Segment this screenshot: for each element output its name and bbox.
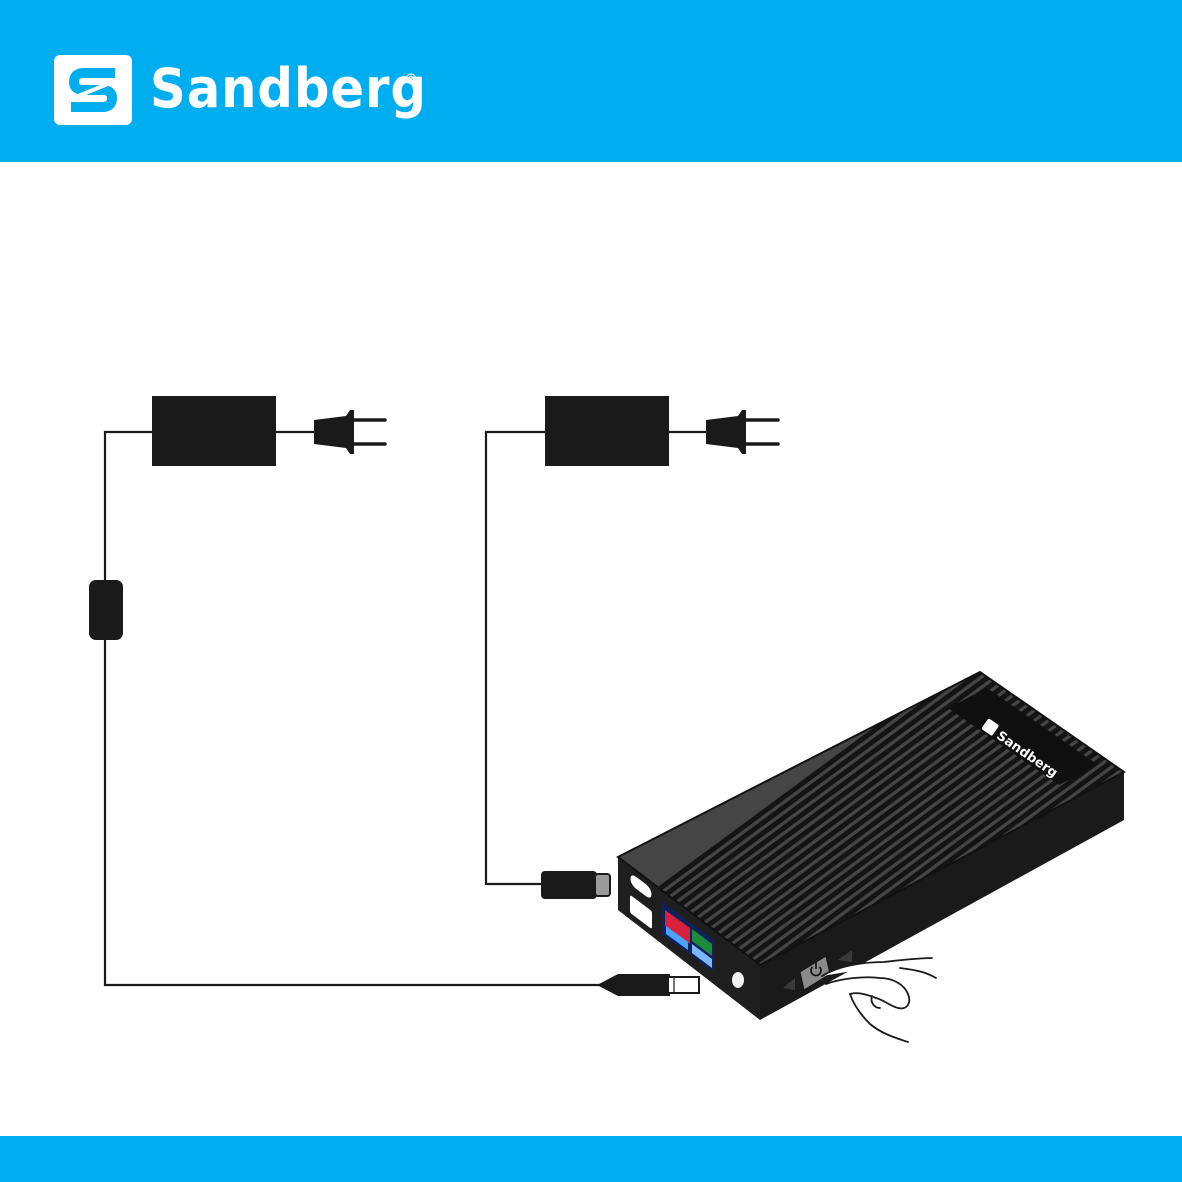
plug-icon <box>314 410 385 454</box>
header-band: Sandberg ® <box>0 0 1182 162</box>
top-ridge <box>1110 670 1182 980</box>
power-adapter-right <box>545 396 669 466</box>
power-adapter-left <box>152 396 276 466</box>
top-ridge <box>1152 670 1182 980</box>
top-ridge <box>1124 670 1182 980</box>
brand-wordmark: Sandberg <box>150 54 427 124</box>
plug-icon <box>706 410 778 454</box>
top-ridge <box>1166 670 1182 980</box>
registered-mark: ® <box>404 72 418 88</box>
sandberg-logo-icon <box>54 55 132 125</box>
cable-ferrite-choke <box>89 580 123 640</box>
dc-barrel-connector <box>597 974 699 996</box>
dc-input-port <box>732 972 744 988</box>
connection-diagram: Sandberg <box>0 162 1182 1136</box>
top-ridge <box>1138 670 1182 980</box>
footer-band <box>0 1136 1182 1182</box>
dc-cable <box>105 432 600 985</box>
usb-c-cable <box>486 432 708 884</box>
hand-icon <box>822 958 936 1042</box>
usb-c-connector <box>541 871 610 899</box>
